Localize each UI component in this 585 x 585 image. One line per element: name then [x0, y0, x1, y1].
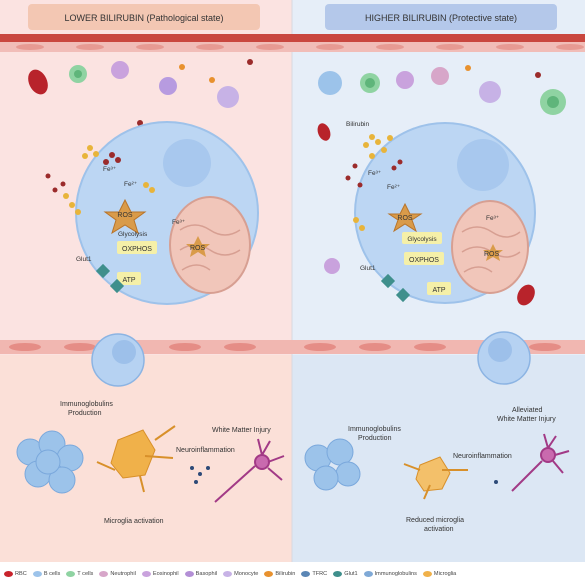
legend-swatch-icon	[184, 570, 194, 577]
right-microglia-line2: activation	[424, 526, 454, 533]
right-fe2-label: Fe²⁺	[387, 184, 401, 191]
right-wmi-line2: White Matter Injury	[497, 416, 556, 423]
left-oxphos-box	[117, 241, 157, 254]
legend-label: Immunoglobulins	[374, 570, 417, 577]
legend-swatch-icon	[66, 570, 76, 577]
legend-item: RBC	[4, 570, 27, 577]
right-panel-title: HIGHER BILIRUBIN (Protective state)	[365, 13, 517, 23]
legend-item: Bilirubin	[264, 570, 296, 577]
left-fe2-label: Fe²⁺	[124, 181, 138, 188]
legend-label: B cells	[43, 570, 61, 577]
left-fe3-mito-label: Fe³⁺	[172, 219, 186, 226]
left-oxphos-label: OXPHOS	[122, 246, 152, 253]
right-glycolysis-label: Glycolysis	[407, 236, 437, 243]
legend-swatch-icon	[264, 570, 274, 577]
legend-item: Immunoglobulins	[363, 570, 417, 577]
legend-label: TFRC	[312, 570, 328, 577]
legend-item: B cells	[32, 570, 61, 577]
middle-vessel-wall	[0, 340, 585, 354]
legend-item: Eosinophil	[141, 570, 179, 577]
legend-label: Bilirubin	[275, 570, 296, 577]
left-immuno-line1: Immunoglobulins	[60, 401, 113, 408]
legend-swatch-icon	[223, 570, 233, 577]
legend-swatch-icon	[141, 570, 151, 577]
legend-item: Monocyte	[223, 570, 259, 577]
right-bilirubin-label: Bilirubin	[346, 121, 370, 128]
right-fe3-label: Fe³⁺	[368, 170, 382, 177]
right-fe3-mito-label: Fe³⁺	[486, 215, 500, 222]
right-header-box	[325, 4, 557, 30]
right-immuno-line2: Production	[358, 435, 392, 442]
right-oxphos-label: OXPHOS	[409, 257, 439, 264]
left-cell: ROS Fe³⁺ Fe²⁺ Fe³⁺ ROS Glycolysis OXPHOS…	[45, 121, 259, 305]
left-ros-mito-label: ROS	[190, 245, 206, 252]
legend-label: Neutrophil	[110, 570, 136, 577]
monocyte-icon	[217, 86, 239, 108]
left-fe3-label: Fe³⁺	[103, 166, 117, 173]
left-wmi-label: White Matter Injury	[212, 427, 271, 434]
legend-swatch-icon	[422, 570, 432, 577]
legend-swatch-icon	[99, 570, 109, 577]
legend-item: TFRC	[301, 570, 328, 577]
left-microglia-label: Microglia activation	[104, 518, 164, 525]
left-atp-label: ATP	[122, 277, 135, 284]
legend-swatch-icon	[301, 570, 311, 577]
right-blood-cells	[317, 65, 566, 306]
legend-swatch-icon	[32, 570, 42, 577]
basophil-icon	[159, 77, 177, 95]
legend: RBC B cells T cells Neutrophil Eosinophil Bas…	[0, 562, 585, 585]
right-atp-label: ATP	[432, 287, 445, 294]
left-panel-title: LOWER BILIRUBIN (Pathological state)	[64, 13, 223, 23]
left-atp-box	[117, 272, 141, 285]
right-vessel-immune-cell	[477, 331, 531, 385]
legend-item: T cells	[66, 570, 94, 577]
legend-swatch-icon	[333, 570, 343, 577]
legend-swatch-icon	[363, 570, 373, 577]
right-bottom-scene: Immunoglobulins Production Neuroinflamma…	[304, 407, 570, 533]
legend-label: Glut1	[344, 570, 358, 577]
legend-label: Eosinophil	[152, 570, 179, 577]
right-immuno-line1: Immunoglobulins	[348, 426, 401, 433]
left-blood-cells	[28, 59, 253, 126]
legend-label: Basophil	[195, 570, 218, 577]
left-vessel-immune-cell	[91, 333, 145, 387]
legend-label: Microglia	[433, 570, 457, 577]
left-header-box	[28, 4, 260, 30]
right-microglia-line1: Reduced microglia	[406, 517, 464, 524]
right-glut1-label: Glut1	[360, 265, 376, 272]
legend-item: Microglia	[422, 570, 457, 577]
left-bottom-scene: Immunoglobulins Production Neuroinflamma…	[16, 401, 285, 525]
left-neuroinflammation: Neuroinflammation	[176, 447, 235, 454]
right-ros-label: ROS	[397, 215, 413, 222]
right-neuroinflammation: Neuroinflammation	[453, 453, 512, 460]
b-cell-icon	[318, 71, 342, 95]
legend-item: Basophil	[184, 570, 218, 577]
right-ros-mito-label: ROS	[484, 251, 500, 258]
ros-star-icon	[103, 198, 147, 235]
legend-label: RBC	[15, 570, 27, 577]
left-immuno-line2: Production	[68, 410, 102, 417]
legend-item: Glut1	[333, 570, 358, 577]
neutrophil-icon	[431, 67, 449, 85]
legend-item: Neutrophil	[99, 570, 136, 577]
top-vessel-wall	[0, 34, 585, 52]
legend-label: T cells	[77, 570, 94, 577]
b-cell-cluster-icon	[16, 430, 84, 494]
left-glut1-label: Glut1	[76, 256, 92, 263]
neuron-icon	[214, 438, 285, 503]
legend-label: Monocyte	[234, 570, 259, 577]
left-ros-label: ROS	[117, 212, 133, 219]
right-wmi-line1: Alleviated	[512, 407, 542, 414]
glut1-icon	[95, 263, 111, 279]
rbc-icon	[28, 69, 48, 95]
microglia-icon	[110, 429, 156, 479]
legend-swatch-icon	[4, 570, 13, 577]
eosinophil-icon	[111, 61, 129, 79]
right-cell: ROS Bilirubin Fe³⁺ Fe²⁺ Fe³⁺ ROS Glycoly…	[345, 121, 536, 304]
left-glycolysis-label: Glycolysis	[118, 231, 148, 238]
